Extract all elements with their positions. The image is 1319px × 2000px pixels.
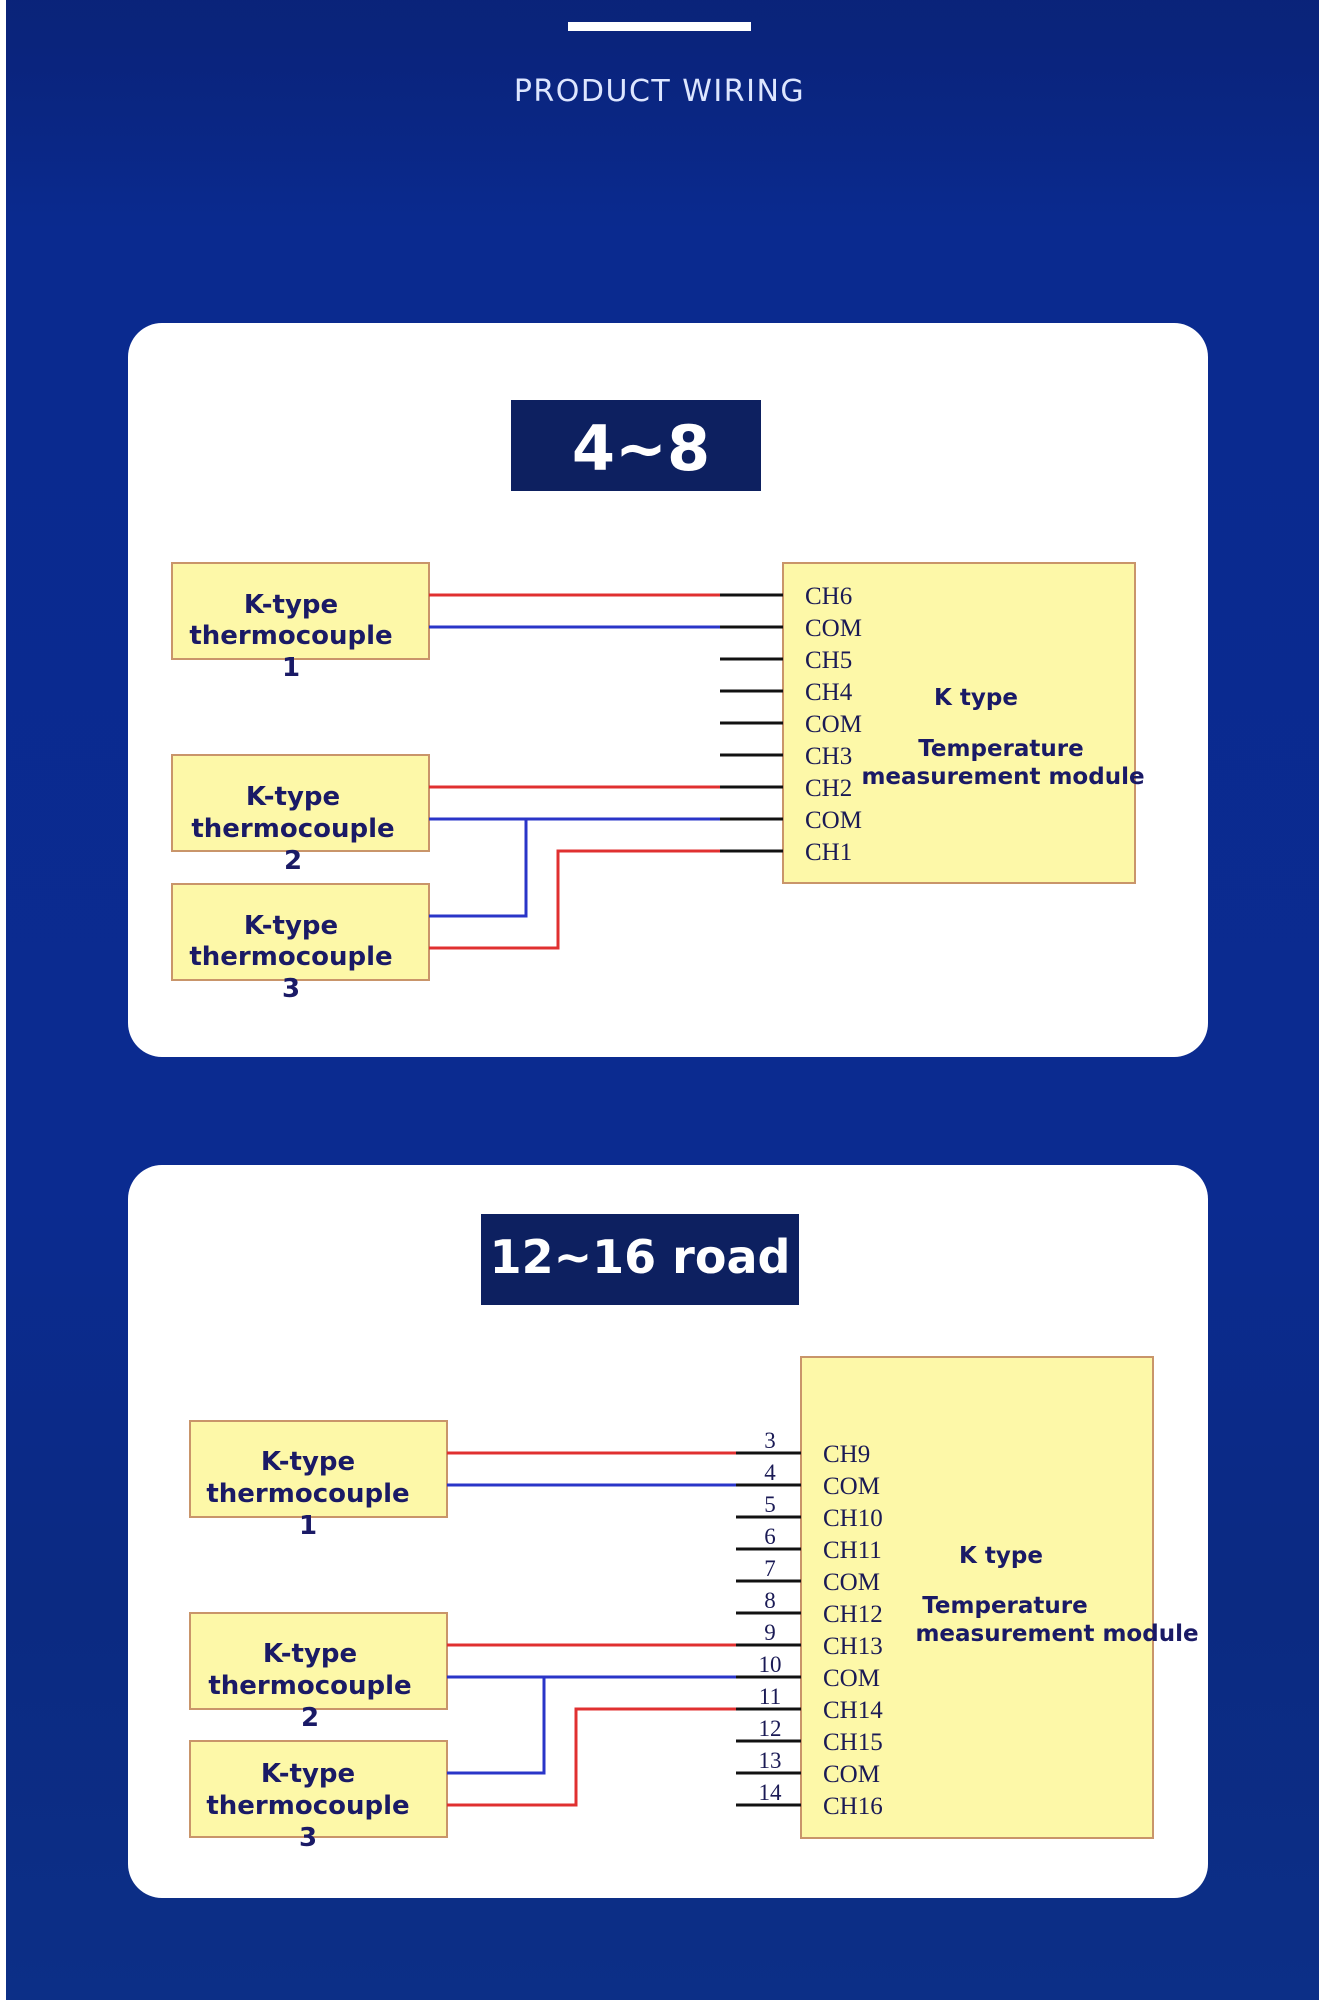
pin-stubs xyxy=(736,1451,801,1807)
module-label-line2: Temperature xyxy=(918,736,1083,762)
wiring-card-4-8: 4~8 CH6 COM CH5 CH4 COM CH3 CH2 COM CH1 xyxy=(128,323,1208,1057)
thermocouple-labels: K-type thermocouple 1 K-type thermocoupl… xyxy=(189,590,394,1004)
header-backdrop xyxy=(6,0,1319,230)
module-label-line3: measurement module xyxy=(915,1621,1198,1647)
pin-label: CH10 xyxy=(823,1505,883,1532)
pin-label: CH3 xyxy=(805,743,852,770)
pin-number: 4 xyxy=(764,1460,776,1485)
thermocouple-label: 2 xyxy=(301,1703,319,1733)
header-accent-bar xyxy=(568,22,751,31)
pin-number: 12 xyxy=(759,1716,782,1741)
thermocouple-label: K-type xyxy=(261,1759,355,1789)
pin-number: 6 xyxy=(764,1524,776,1549)
thermocouple-box-3 xyxy=(189,1740,448,1838)
pin-label: CH13 xyxy=(823,1633,883,1660)
thermocouple-labels: K-type thermocouple 1 K-type thermocoupl… xyxy=(206,1447,411,1853)
thermocouple-label: K-type xyxy=(244,590,338,620)
thermocouple-label: thermocouple xyxy=(191,814,394,844)
wiring-card-12-16: 12~16 road 3 4 5 6 7 8 9 10 xyxy=(128,1165,1208,1898)
wiring-diagram-4-8: 4~8 CH6 COM CH5 CH4 COM CH3 CH2 COM CH1 xyxy=(171,400,1145,1004)
thermocouple-label: K-type xyxy=(246,782,340,812)
pin-numbers: 3 4 5 6 7 8 9 10 11 12 13 14 xyxy=(759,1428,783,1805)
thermocouple-label: 3 xyxy=(299,1823,317,1853)
pin-number: 9 xyxy=(764,1620,776,1645)
pin-label: CH5 xyxy=(805,647,852,674)
wire-red xyxy=(447,1707,736,1807)
pin-labels: CH9 COM CH10 CH11 COM CH12 CH13 COM CH14… xyxy=(823,1441,883,1820)
pin-label: COM xyxy=(805,711,862,738)
pin-number: 3 xyxy=(764,1428,776,1453)
thermocouple-label: 1 xyxy=(299,1511,317,1541)
pin-label: CH2 xyxy=(805,775,852,802)
thermocouple-label: K-type xyxy=(263,1639,357,1669)
wires xyxy=(429,593,720,950)
diagram-title-tag xyxy=(481,1214,799,1305)
pin-number: 10 xyxy=(759,1652,782,1677)
thermocouple-box-2 xyxy=(189,1612,448,1710)
wire-blue xyxy=(429,819,528,918)
thermocouple-label: 2 xyxy=(284,846,302,876)
pin-number: 7 xyxy=(764,1556,776,1581)
pin-label: CH6 xyxy=(805,583,852,610)
diagram-title: 4~8 xyxy=(572,412,710,485)
pin-label: CH9 xyxy=(823,1441,870,1468)
module-label-type: K type xyxy=(934,685,1018,711)
pin-label: CH16 xyxy=(823,1793,883,1820)
thermocouple-label: thermocouple xyxy=(189,621,392,651)
pin-number: 13 xyxy=(759,1748,782,1773)
pin-label: CH15 xyxy=(823,1729,883,1756)
pin-label: CH14 xyxy=(823,1697,883,1724)
pin-number: 11 xyxy=(759,1684,781,1709)
pin-label: COM xyxy=(823,1569,880,1596)
diagram-title-tag xyxy=(511,400,761,491)
pin-label: CH12 xyxy=(823,1601,883,1628)
thermocouple-box-3 xyxy=(171,883,430,981)
thermocouple-box-1 xyxy=(189,1420,448,1518)
thermocouple-label: thermocouple xyxy=(206,1791,409,1821)
module-label-type: K type xyxy=(959,1543,1043,1569)
pin-labels: CH6 COM CH5 CH4 COM CH3 CH2 COM CH1 xyxy=(805,583,862,866)
wiring-diagram-12-16: 12~16 road 3 4 5 6 7 8 9 10 xyxy=(189,1214,1199,1853)
page-edge xyxy=(0,0,6,2000)
thermocouple-label: thermocouple xyxy=(208,1671,411,1701)
pin-label: CH1 xyxy=(805,839,852,866)
module-label-line2: Temperature xyxy=(922,1593,1087,1619)
thermocouple-label: thermocouple xyxy=(189,942,392,972)
pin-label: COM xyxy=(823,1665,880,1692)
thermocouple-label: 1 xyxy=(282,653,300,683)
thermocouple-label: K-type xyxy=(244,911,338,941)
pin-label: COM xyxy=(823,1473,880,1500)
pin-label: CH11 xyxy=(823,1537,882,1564)
thermocouple-box-2 xyxy=(171,754,430,852)
pin-number: 8 xyxy=(764,1588,776,1613)
module-label-line3: measurement module xyxy=(861,764,1144,790)
pin-stubs xyxy=(720,593,783,853)
wire-blue xyxy=(447,1677,546,1775)
pin-label: CH4 xyxy=(805,679,853,706)
thermocouple-label: K-type xyxy=(261,1447,355,1477)
pin-label: COM xyxy=(805,615,862,642)
thermocouple-label: 3 xyxy=(282,974,300,1004)
pin-label: COM xyxy=(805,807,862,834)
diagram-title: 12~16 road xyxy=(490,1230,791,1284)
temperature-module-box xyxy=(800,1356,1154,1839)
thermocouple-label: thermocouple xyxy=(206,1479,409,1509)
wires xyxy=(447,1451,736,1807)
temperature-module-box xyxy=(782,562,1136,884)
thermocouple-box-1 xyxy=(171,562,430,660)
wire-red xyxy=(429,849,720,950)
pin-label: COM xyxy=(823,1761,880,1788)
section-title: PRODUCT WIRING xyxy=(513,74,806,109)
pin-number: 14 xyxy=(759,1780,783,1805)
pin-number: 5 xyxy=(764,1492,776,1517)
